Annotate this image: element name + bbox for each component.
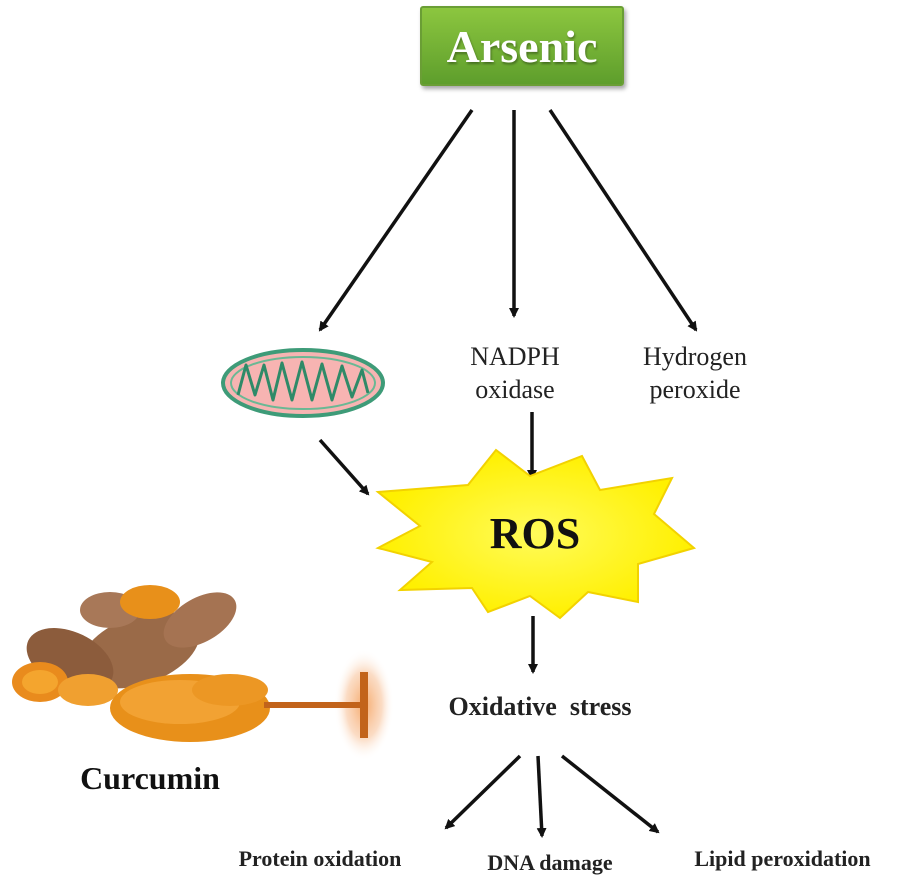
arrow-stress-to-dna-damage [536, 755, 547, 838]
arsenic-box: Arsenic [420, 6, 624, 86]
dna-damage-label: DNA damage [487, 850, 613, 875]
inhibition-symbol [264, 649, 394, 761]
mitochondrion-icon [221, 348, 385, 418]
ros-burst-shape [375, 448, 697, 620]
hydrogen-peroxide-line1: Hydrogen [643, 342, 747, 371]
nadph-oxidase-line2: oxidase [475, 375, 555, 404]
curcumin-label: Curcumin [80, 760, 220, 796]
arrow-stress-to-protein-oxidation [444, 754, 522, 830]
protein-oxidation-label: Protein oxidation [238, 846, 402, 871]
arsenic-label: Arsenic [446, 20, 598, 72]
arrow-mitochondrion-to-ros [318, 438, 370, 496]
arrow-stress-to-lipid-peroxidation [560, 754, 660, 834]
hydrogen-peroxide-label: Hydrogen peroxide [610, 340, 780, 406]
nadph-oxidase-line1: NADPH [470, 342, 560, 371]
lipid-peroxidation-label: Lipid peroxidation [694, 846, 871, 871]
oxidative-stress-label: Oxidative stress [448, 692, 632, 721]
turmeric-icon [12, 585, 270, 742]
nadph-oxidase-label: NADPH oxidase [430, 340, 600, 406]
arrow-arsenic-to-hydrogen-peroxide [548, 109, 698, 332]
arrow-arsenic-to-mitochondrion [318, 109, 474, 332]
ros-label: ROS [489, 509, 581, 558]
hydrogen-peroxide-line2: peroxide [649, 375, 741, 404]
